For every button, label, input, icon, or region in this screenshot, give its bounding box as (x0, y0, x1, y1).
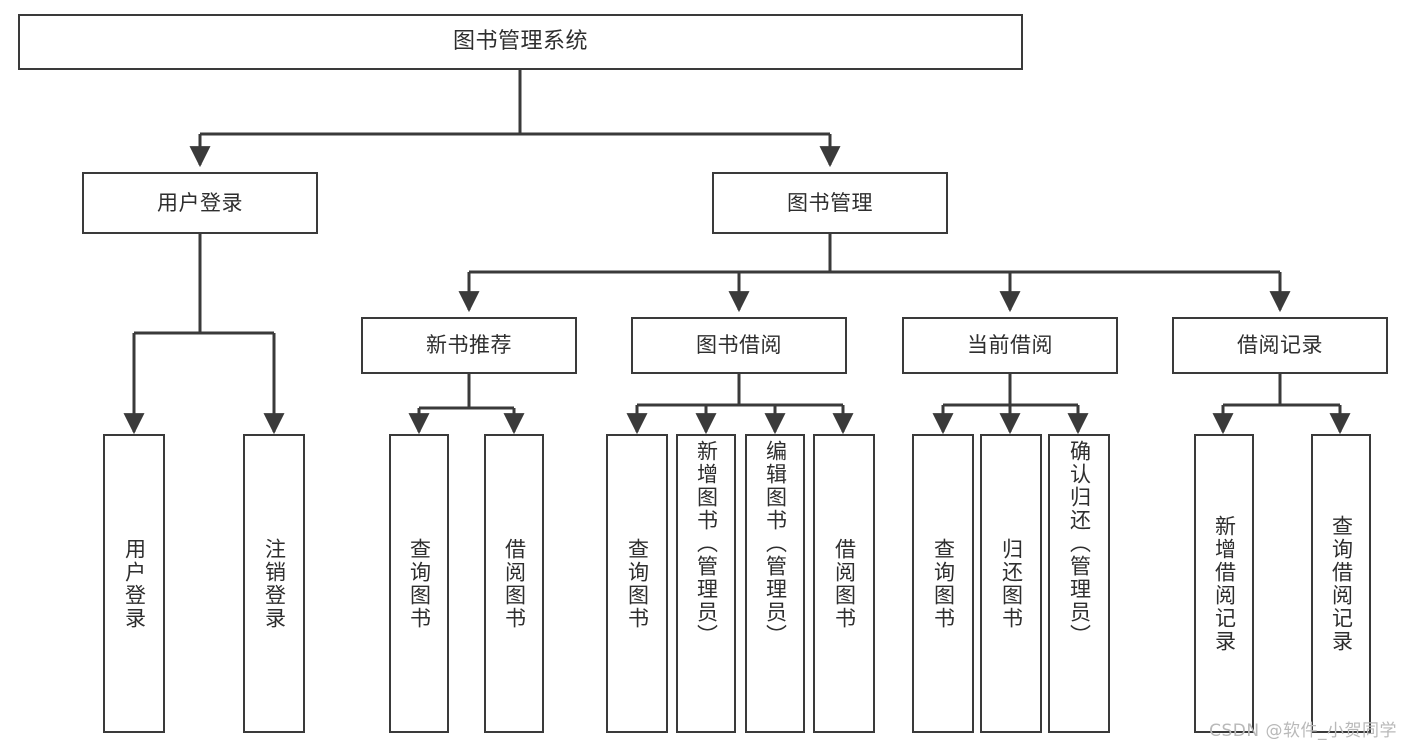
leaf-label: 新增图书（管理员） (694, 440, 719, 647)
leaf-current-query-book[interactable]: 查询图书 (912, 434, 974, 733)
node-label: 图书管理系统 (452, 29, 588, 55)
node-current-borrow[interactable]: 当前借阅 (902, 317, 1118, 374)
node-label: 当前借阅 (967, 333, 1053, 358)
node-label: 图书管理 (787, 190, 873, 215)
watermark-text: CSDN @软件_小贺同学 (1209, 721, 1397, 741)
leaf-borrow-add-book-admin[interactable]: 新增图书（管理员） (676, 434, 736, 733)
leaf-label: 编辑图书（管理员） (763, 440, 788, 647)
leaf-label: 查询借阅记录 (1329, 514, 1354, 653)
leaf-label: 查询图书 (407, 537, 432, 630)
leaf-record-add-borrow-record[interactable]: 新增借阅记录 (1194, 434, 1254, 733)
leaf-label: 借阅图书 (502, 537, 527, 630)
leaf-borrow-borrow-book[interactable]: 借阅图书 (813, 434, 875, 733)
leaf-user-login-signin[interactable]: 用户登录 (103, 434, 165, 733)
leaf-label: 归还图书 (999, 537, 1024, 630)
leaf-label: 确认归还（管理员） (1067, 440, 1092, 647)
leaf-user-login-signout[interactable]: 注销登录 (243, 434, 305, 733)
leaf-new-book-query[interactable]: 查询图书 (389, 434, 449, 733)
leaf-borrow-edit-book-admin[interactable]: 编辑图书（管理员） (745, 434, 805, 733)
leaf-label: 用户登录 (122, 537, 147, 630)
leaf-label: 查询图书 (931, 537, 956, 630)
node-borrow-record[interactable]: 借阅记录 (1172, 317, 1388, 374)
leaf-borrow-query-book[interactable]: 查询图书 (606, 434, 668, 733)
leaf-current-confirm-return-admin[interactable]: 确认归还（管理员） (1048, 434, 1110, 733)
node-book-management[interactable]: 图书管理 (712, 172, 948, 234)
leaf-label: 查询图书 (625, 537, 650, 630)
leaf-label: 注销登录 (262, 537, 287, 630)
node-label: 图书借阅 (696, 333, 782, 358)
node-label: 新书推荐 (426, 333, 512, 358)
node-book-borrow[interactable]: 图书借阅 (631, 317, 847, 374)
leaf-record-query-borrow-record[interactable]: 查询借阅记录 (1311, 434, 1371, 733)
leaf-label: 新增借阅记录 (1212, 514, 1237, 653)
node-root-system[interactable]: 图书管理系统 (18, 14, 1023, 70)
node-label: 用户登录 (157, 190, 243, 215)
leaf-current-return-book[interactable]: 归还图书 (980, 434, 1042, 733)
node-new-book-recommend[interactable]: 新书推荐 (361, 317, 577, 374)
leaf-new-book-borrow[interactable]: 借阅图书 (484, 434, 544, 733)
node-user-login[interactable]: 用户登录 (82, 172, 318, 234)
node-label: 借阅记录 (1237, 333, 1323, 358)
leaf-label: 借阅图书 (832, 537, 857, 630)
